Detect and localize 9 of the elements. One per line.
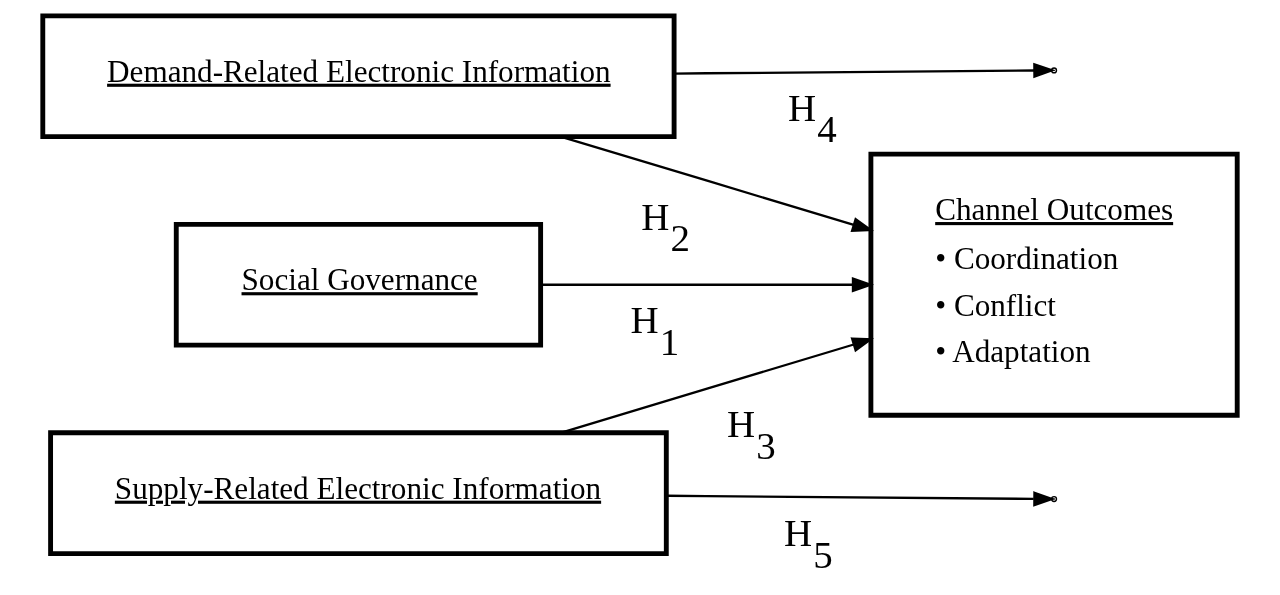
- node-box: Channel Outcomes • Coordination • Conflict • Adaptation: [868, 151, 1240, 418]
- node-box: Social Governance: [173, 221, 544, 348]
- arrow: [561, 135, 875, 233]
- arrow: [541, 276, 875, 293]
- node-box: Supply-Related Electronic Information: [48, 430, 669, 557]
- arrow: [561, 337, 875, 434]
- arrow: [674, 62, 1056, 79]
- arrow: [666, 491, 1056, 507]
- node-box: Demand-Related Electronic Information: [40, 13, 677, 140]
